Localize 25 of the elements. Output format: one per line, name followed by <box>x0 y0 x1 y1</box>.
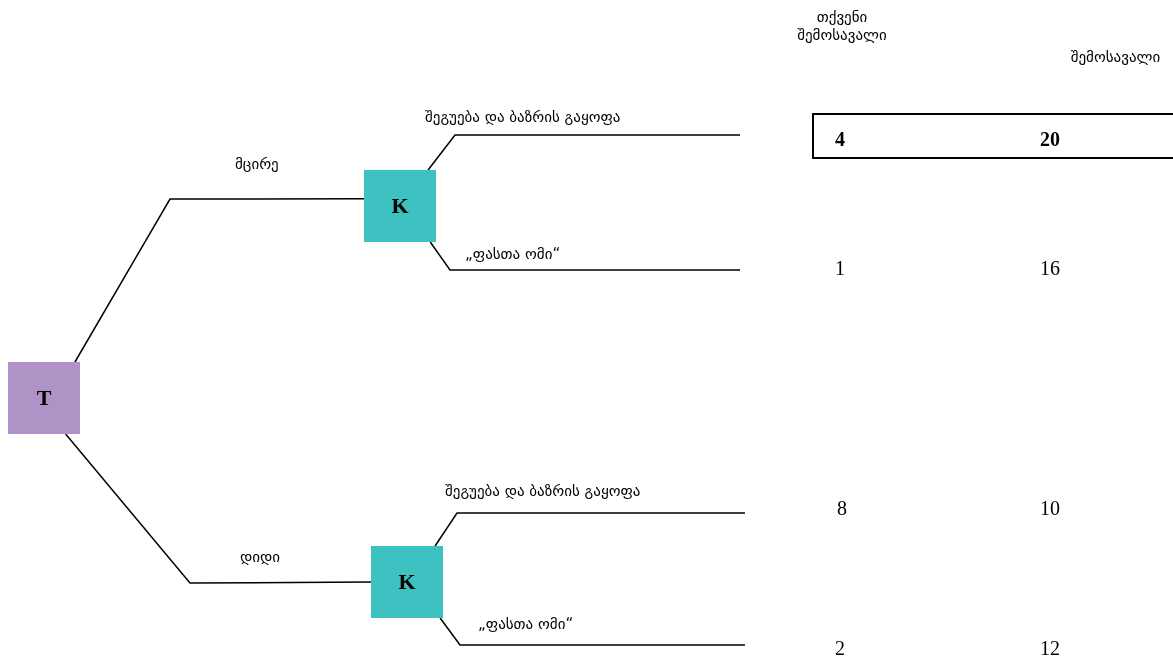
branch-line <box>64 433 372 584</box>
edge-label: შეგუება და ბაზრის გაყოფა <box>445 482 641 500</box>
player-box: T <box>8 362 80 434</box>
player-box: K <box>364 170 436 242</box>
branch-line <box>439 617 746 646</box>
payoff-value: 4 <box>835 128 845 151</box>
payoff-value: 10 <box>1040 497 1060 520</box>
branch-line <box>74 198 365 363</box>
branch-line <box>427 134 741 171</box>
payoff-value: 1 <box>835 257 845 280</box>
edge-label: შეგუება და ბაზრის გაყოფა <box>425 108 621 126</box>
payoff-value: 8 <box>837 497 847 520</box>
branch-line <box>434 512 746 547</box>
branch-line <box>429 241 741 271</box>
payoff-value: 12 <box>1040 637 1060 660</box>
payoff-value: 20 <box>1040 128 1060 151</box>
edge-label: „ფასთა ომი“ <box>478 615 574 633</box>
player-box: K <box>371 546 443 618</box>
payoff-value: 16 <box>1040 257 1060 280</box>
column-header: შემოსავალი <box>1069 48 1162 66</box>
edge-label: მცირე <box>235 155 279 173</box>
edge-label: დიდი <box>240 548 281 566</box>
payoff-value: 2 <box>835 637 845 660</box>
edge-label: „ფასთა ომი“ <box>465 245 561 263</box>
column-header: თქვენი შემოსავალი <box>796 8 888 44</box>
